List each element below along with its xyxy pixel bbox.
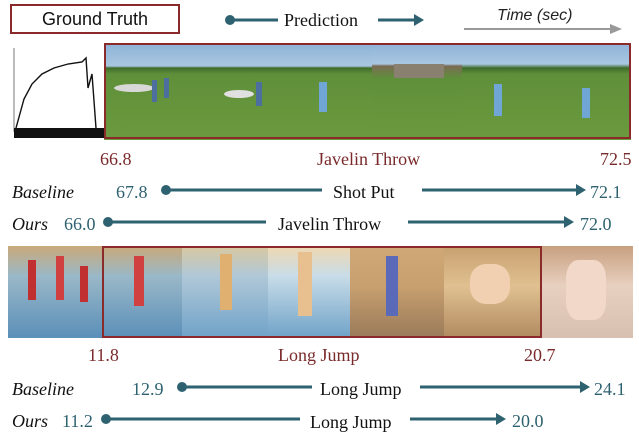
method-label-baseline: Baseline	[12, 379, 74, 399]
prediction-end-time: 72.0	[580, 214, 612, 234]
gt-start-time: 66.8	[100, 149, 132, 169]
method-label-baseline: Baseline	[12, 182, 74, 202]
video-frame	[284, 44, 372, 140]
video-frame	[268, 246, 350, 338]
video-frame	[372, 44, 462, 140]
prediction-legend-arrow-left	[225, 15, 278, 25]
video-frame	[462, 44, 546, 140]
ground-truth-segment-box	[104, 43, 631, 139]
video-frame	[444, 246, 542, 338]
ground-truth-legend-box	[10, 4, 180, 34]
prediction-action-label: Long Jump	[320, 379, 402, 399]
prediction-action-label: Long Jump	[310, 412, 392, 432]
ground-truth-segment-box	[102, 246, 542, 338]
prediction-end-time: 72.1	[590, 182, 622, 202]
time-axis-arrow	[464, 24, 622, 34]
prediction-start-time: 12.9	[132, 379, 164, 399]
video-frame	[542, 246, 633, 338]
gt-end-time: 72.5	[600, 149, 632, 169]
prediction-bar	[103, 216, 574, 228]
prediction-action-label: Javelin Throw	[278, 214, 382, 234]
video-frame	[194, 44, 284, 140]
prediction-bar	[161, 184, 586, 196]
prediction-bar	[101, 413, 506, 425]
prediction-end-time: 24.1	[594, 379, 626, 399]
video-frame	[182, 246, 268, 338]
video-frame	[8, 246, 104, 338]
prediction-start-time: 67.8	[116, 182, 148, 202]
ground-truth-legend-label: Ground Truth	[41, 9, 149, 29]
confidence-curve-thumbnail	[6, 44, 104, 138]
prediction-end-time: 20.0	[512, 411, 544, 431]
gt-end-time: 20.7	[524, 345, 556, 365]
video-frame	[350, 246, 444, 338]
gt-action-label: Javelin Throw	[317, 149, 421, 169]
prediction-action-label: Shot Put	[333, 182, 395, 202]
video-frame	[104, 44, 194, 140]
video-frame	[546, 44, 631, 140]
video-frame	[104, 246, 182, 338]
time-axis-label: Time (sec)	[497, 7, 573, 24]
gt-start-time: 11.8	[88, 345, 119, 365]
prediction-legend-arrow-right	[378, 14, 424, 26]
prediction-legend-label: Prediction	[284, 10, 358, 30]
video-strip-javelin	[104, 44, 631, 140]
confidence-curve-graph	[13, 48, 104, 138]
prediction-start-time: 66.0	[64, 214, 96, 234]
gt-action-label: Long Jump	[278, 345, 360, 365]
video-strip-long-jump	[8, 246, 633, 338]
prediction-bar	[177, 381, 590, 393]
method-label-ours: Ours	[12, 214, 49, 234]
prediction-start-time: 11.2	[62, 411, 93, 431]
method-label-ours: Ours	[12, 411, 49, 431]
